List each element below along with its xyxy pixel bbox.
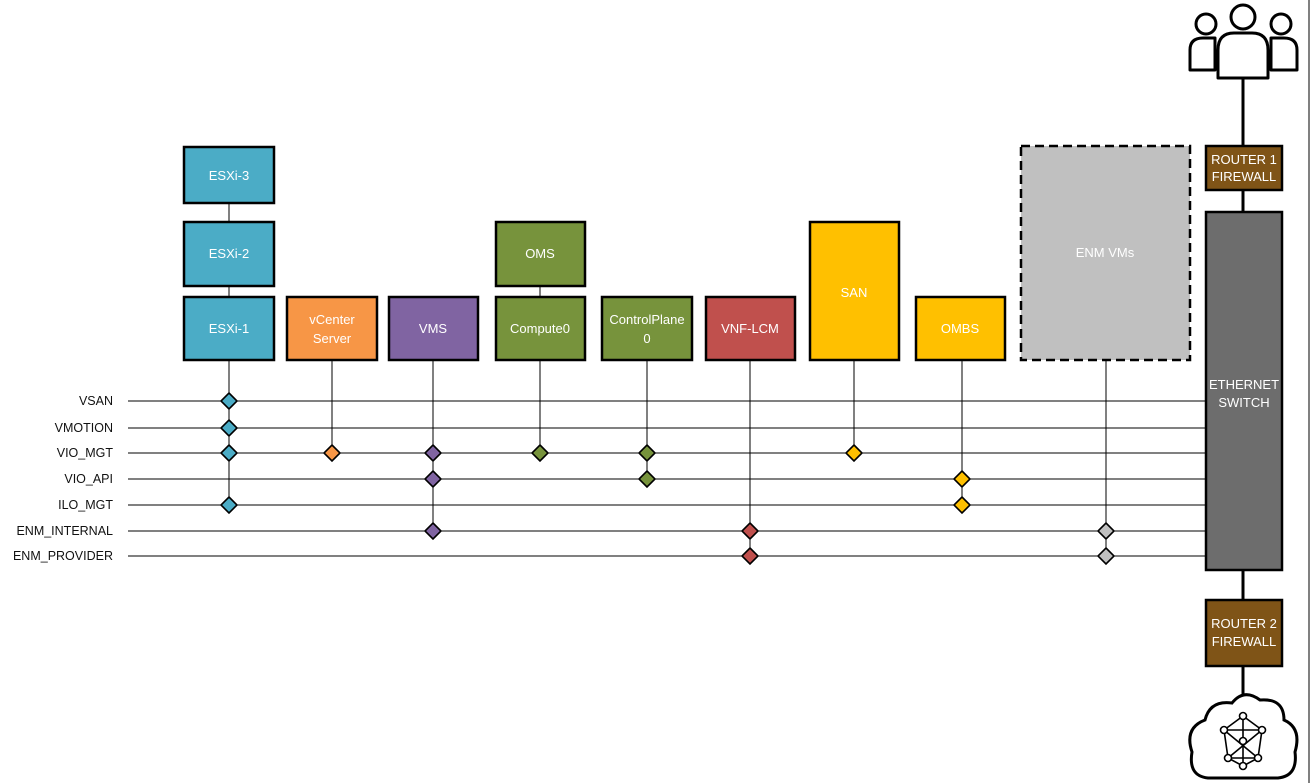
mesh-edge: [1223, 729, 1229, 759]
connector-vms-vio-api: [423, 469, 443, 489]
node-ombs[interactable]: OMBS: [914, 295, 1007, 362]
node-esxi-1-label: ESXi-1: [209, 321, 249, 336]
node-vcenter-label-line2: Server: [313, 331, 352, 346]
router-1-box: [1204, 144, 1284, 192]
connector-controlplane-vio-mgt: [637, 443, 657, 463]
node-esxi-2[interactable]: ESXi-2: [182, 220, 276, 288]
node-controlplane-box: [600, 295, 694, 362]
node-vms-label: VMS: [419, 321, 448, 336]
mesh-node: [1238, 736, 1248, 746]
connector-vcenter-vio-mgt: [322, 443, 342, 463]
node-esxi-1[interactable]: ESXi-1: [182, 295, 276, 362]
node-esxi-3-box: [182, 145, 276, 205]
connector-ombs-ilo-mgt: [952, 495, 972, 515]
node-compute0[interactable]: Compute0: [494, 295, 587, 362]
connector-enmvms-enm-internal: [1096, 521, 1116, 541]
network-labels: VSAN VMOTION VIO_MGT VIO_API ILO_MGT ENM…: [13, 394, 113, 563]
node-san-label: SAN: [841, 285, 868, 300]
router-2-firewall[interactable]: ROUTER 2 FIREWALL: [1204, 598, 1284, 668]
ethernet-switch-label-line1: ETHERNET: [1209, 377, 1279, 392]
node-controlplane-label-line1: ControlPlane: [609, 312, 684, 327]
network-label-ilo-mgt: ILO_MGT: [58, 498, 113, 512]
mesh-node: [1253, 753, 1263, 763]
node-esxi-3[interactable]: ESXi-3: [182, 145, 276, 205]
users-icon-center-head: [1229, 3, 1257, 31]
connector-vnflcm-enm-provider: [740, 546, 760, 566]
node-oms-label: OMS: [525, 246, 555, 261]
connector-esxi-vio-mgt: [219, 443, 239, 463]
node-san[interactable]: SAN: [808, 220, 901, 362]
network-label-vsan: VSAN: [79, 394, 113, 408]
connection-points: [219, 391, 1116, 566]
mesh-node: [1223, 753, 1233, 763]
network-label-vmotion: VMOTION: [55, 421, 113, 435]
node-oms-box: [494, 220, 587, 288]
node-vcenter-label-line1: vCenter: [309, 312, 355, 327]
node-vnf-lcm[interactable]: VNF-LCM: [704, 295, 797, 362]
network-label-vio-mgt: VIO_MGT: [57, 446, 114, 460]
connector-esxi-ilo-mgt: [219, 495, 239, 515]
node-esxi-3-label: ESXi-3: [209, 168, 249, 183]
ethernet-switch-label-line2: SWITCH: [1218, 395, 1269, 410]
network-label-enm-provider: ENM_PROVIDER: [13, 549, 113, 563]
node-vnflcm-label: VNF-LCM: [721, 321, 779, 336]
node-san-box: [808, 220, 901, 362]
node-vms-box: [387, 295, 480, 362]
cloud-mesh-nodes: [1219, 711, 1267, 771]
node-compute0-label: Compute0: [510, 321, 570, 336]
node-esxi-2-label: ESXi-2: [209, 246, 249, 261]
router-2-label-line1: ROUTER 2: [1211, 616, 1277, 631]
users-icon-left-body: [1188, 36, 1217, 72]
connector-controlplane-vio-api: [637, 469, 657, 489]
router-2-box: [1204, 598, 1284, 668]
network-label-vio-api: VIO_API: [64, 472, 113, 486]
node-enmvms-box: [1019, 144, 1192, 362]
users-icon: [1188, 3, 1299, 80]
connector-ombs-vio-api: [952, 469, 972, 489]
users-icon-right-body: [1269, 36, 1299, 72]
mesh-node: [1257, 725, 1267, 735]
node-esxi-1-box: [182, 295, 276, 362]
mesh-node: [1219, 725, 1229, 735]
network-lines: [128, 400, 1206, 557]
mesh-edge: [1257, 729, 1263, 759]
node-esxi-2-box: [182, 220, 276, 288]
router-1-label-line2: FIREWALL: [1212, 169, 1277, 184]
connector-vms-vio-mgt: [423, 443, 443, 463]
node-controlplane-label-line2: 0: [643, 331, 650, 346]
node-controlplane0[interactable]: ControlPlane 0: [600, 295, 694, 362]
connector-compute0-vio-mgt: [530, 443, 550, 463]
node-vms[interactable]: VMS: [387, 295, 480, 362]
ethernet-switch[interactable]: ETHERNET SWITCH: [1204, 210, 1284, 572]
connector-san-vio-mgt: [844, 443, 864, 463]
node-ombs-box: [914, 295, 1007, 362]
node-vnflcm-box: [704, 295, 797, 362]
node-oms[interactable]: OMS: [494, 220, 587, 288]
mesh-node: [1238, 761, 1248, 771]
users-icon-left-head: [1194, 12, 1218, 36]
network-cloud-icon: [1188, 693, 1299, 780]
ethernet-switch-box: [1204, 210, 1284, 572]
connector-esxi-vmotion: [219, 418, 239, 438]
connector-vnflcm-enm-internal: [740, 521, 760, 541]
node-compute0-box: [494, 295, 587, 362]
network-label-enm-internal: ENM_INTERNAL: [16, 524, 113, 538]
connector-esxi-vsan: [219, 391, 239, 411]
node-enm-vms[interactable]: ENM VMs: [1019, 144, 1192, 362]
router-2-label-line2: FIREWALL: [1212, 634, 1277, 649]
router-1-firewall[interactable]: ROUTER 1 FIREWALL: [1204, 144, 1284, 192]
connector-vms-enm-internal: [423, 521, 443, 541]
node-vcenter-box: [285, 295, 379, 362]
mesh-node: [1238, 711, 1248, 721]
users-icon-right-head: [1269, 12, 1293, 36]
node-enmvms-label: ENM VMs: [1076, 245, 1135, 260]
users-icon-center-body: [1216, 31, 1270, 80]
router-1-label-line1: ROUTER 1: [1211, 152, 1277, 167]
connector-enmvms-enm-provider: [1096, 546, 1116, 566]
drop-lines: [228, 202, 1107, 556]
node-ombs-label: OMBS: [941, 321, 980, 336]
node-vcenter-server[interactable]: vCenter Server: [285, 295, 379, 362]
